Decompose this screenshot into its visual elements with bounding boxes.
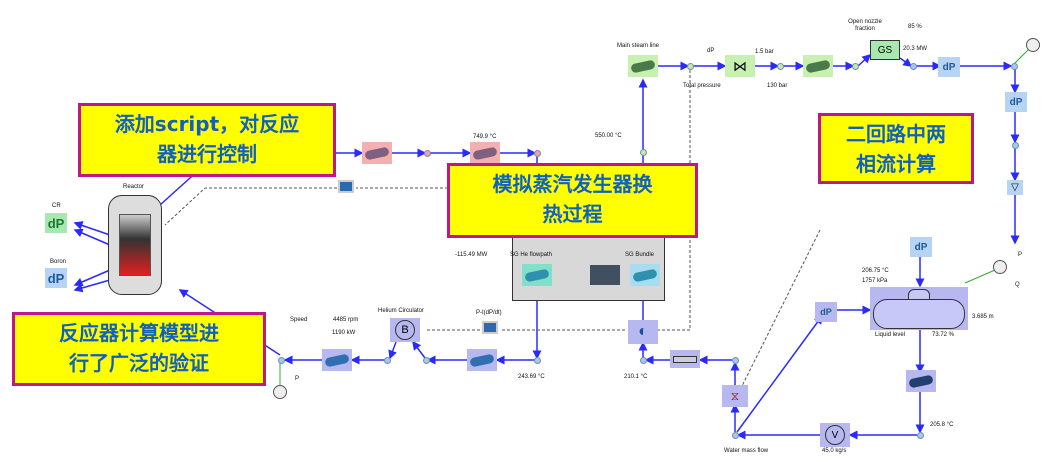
turbine-power: 20.3 MW <box>903 46 928 52</box>
return-temp: 205.8 °C <box>930 422 954 428</box>
reactor-vessel[interactable] <box>108 195 162 295</box>
callout-two-phase: 二回路中两 相流计算 <box>818 113 974 184</box>
sg-bundle-pipe[interactable] <box>630 264 660 286</box>
speed-value: 4485 rpm <box>333 317 359 323</box>
pid-monitor-icon[interactable] <box>482 321 498 334</box>
steam-temp: 550.00 °C <box>595 133 622 139</box>
mass-flow-label: Water mass flow <box>724 448 769 454</box>
sg-power: -115.49 MW <box>455 252 488 258</box>
main-steam-line-label: Main steam line <box>617 43 660 49</box>
drum-level-m: 3.685 m <box>972 314 994 320</box>
sg-bundle-label: SG Bundle <box>625 252 655 258</box>
boron-label: Boron <box>50 259 67 265</box>
speed-label: Speed <box>290 317 308 323</box>
callout-line: 添加script，对反应 <box>114 112 300 136</box>
node[interactable] <box>384 357 391 364</box>
controller-monitor-icon[interactable] <box>338 180 354 193</box>
sg-outlet-temp: 243.69 °C <box>518 374 545 380</box>
node[interactable] <box>640 149 647 156</box>
boundary-gauge-icon[interactable] <box>1026 38 1040 52</box>
secondary-p-label: P <box>1018 252 1023 258</box>
node[interactable] <box>1011 63 1018 70</box>
heat-exchanger-icon[interactable] <box>590 265 620 285</box>
nozzle-value: 85 % <box>908 24 922 30</box>
valve-dp-label: dP <box>707 48 715 54</box>
node[interactable] <box>1012 142 1019 149</box>
valve-dp: 1.5 bar <box>755 49 774 55</box>
circulator-label: Helium Circulator <box>378 308 425 314</box>
q-label: Q <box>1015 282 1020 288</box>
cr-label: CR <box>52 203 61 209</box>
circulator-power: 1190 kW <box>332 330 356 336</box>
primary-p-label: P <box>295 376 300 382</box>
drum-pressure: 1757 kPa <box>862 278 888 284</box>
dp-icon[interactable]: dP <box>910 237 932 257</box>
boron-dp-icon[interactable]: dP <box>45 268 67 288</box>
node[interactable] <box>852 63 859 70</box>
liquid-level-pct: 73.72 % <box>932 332 955 338</box>
dp-icon[interactable]: dP <box>815 302 837 322</box>
callout-line: 反应器计算模型进 <box>59 321 219 345</box>
reactor-core-icon <box>119 214 151 276</box>
pump-icon: V <box>825 425 845 445</box>
callout-reactor-validation: 反应器计算模型进 行了广泛的验证 <box>12 312 266 386</box>
feed-valve-icon[interactable]: ⧖ <box>722 385 748 407</box>
drum-vessel-icon <box>873 299 965 329</box>
dp-icon[interactable]: dP <box>938 57 960 77</box>
callout-line: 二回路中两 <box>846 122 946 146</box>
downcomer-heater-icon[interactable] <box>906 370 936 392</box>
hot-duct-pipe-2[interactable] <box>470 142 500 164</box>
cold-duct-pipe-1[interactable] <box>322 349 352 371</box>
node[interactable] <box>534 150 541 157</box>
hot-temp: 749.9 °C <box>473 134 497 140</box>
cr-dp-icon[interactable]: dP <box>45 213 67 233</box>
total-pressure: 130 bar <box>767 83 788 89</box>
callout-line: 行了广泛的验证 <box>69 351 209 375</box>
mass-flow: 45.0 kg/s <box>822 448 847 454</box>
sg-he-flowpath-pipe[interactable] <box>522 264 552 286</box>
heat-source-gauge-icon[interactable] <box>993 260 1007 274</box>
control-valve-icon[interactable]: ⋈ <box>725 55 755 77</box>
dp-icon[interactable]: dP <box>1005 92 1027 112</box>
hot-duct-pipe-1[interactable] <box>362 142 392 164</box>
node[interactable] <box>424 150 431 157</box>
turbine-icon[interactable]: GS <box>870 40 900 60</box>
steam-pipe[interactable] <box>803 55 833 77</box>
drum-temp: 206.75 °C <box>862 268 889 274</box>
node[interactable] <box>910 63 917 70</box>
callout-sg-heat-transfer: 模拟蒸汽发生器换 热过程 <box>447 163 698 238</box>
node[interactable] <box>534 357 541 364</box>
callout-line: 相流计算 <box>856 152 936 176</box>
node[interactable] <box>423 357 430 364</box>
cold-duct-pipe-2[interactable] <box>467 349 497 371</box>
node[interactable] <box>278 357 285 364</box>
reactor-label: Reactor <box>123 184 145 190</box>
preheater-icon[interactable] <box>670 350 700 368</box>
liquid-level-label: Liquid level <box>875 332 906 338</box>
helium-circulator[interactable]: B <box>390 318 420 342</box>
node[interactable] <box>732 357 739 364</box>
node[interactable] <box>732 432 739 439</box>
total-pressure-label: Total pressure <box>683 83 721 89</box>
callout-script-control: 添加script，对反应 器进行控制 <box>78 103 336 177</box>
sg-feed-pump-icon[interactable]: ◐ <box>628 320 658 344</box>
steam-drum[interactable] <box>870 287 968 330</box>
node[interactable] <box>640 357 647 364</box>
controller-label: P-I(dP/dt) <box>476 310 502 316</box>
pressure-gauge-icon[interactable] <box>273 385 287 399</box>
feed-temp: 210.1 °C <box>624 374 648 380</box>
callout-line: 器进行控制 <box>157 142 257 166</box>
callout-line: 模拟蒸汽发生器换 <box>492 172 653 196</box>
node[interactable] <box>917 432 924 439</box>
sg-he-flowpath-label: SG He flowpath <box>510 252 553 258</box>
nozzle-label: Open nozzle fraction <box>848 19 882 32</box>
feed-pump[interactable]: V <box>820 423 850 447</box>
check-valve-icon[interactable]: ▽ <box>1007 180 1023 195</box>
main-steam-line-pipe[interactable] <box>628 55 658 77</box>
node[interactable] <box>687 63 694 70</box>
callout-line: 热过程 <box>542 202 603 226</box>
node[interactable] <box>777 63 784 70</box>
circulator-icon: B <box>395 320 415 340</box>
